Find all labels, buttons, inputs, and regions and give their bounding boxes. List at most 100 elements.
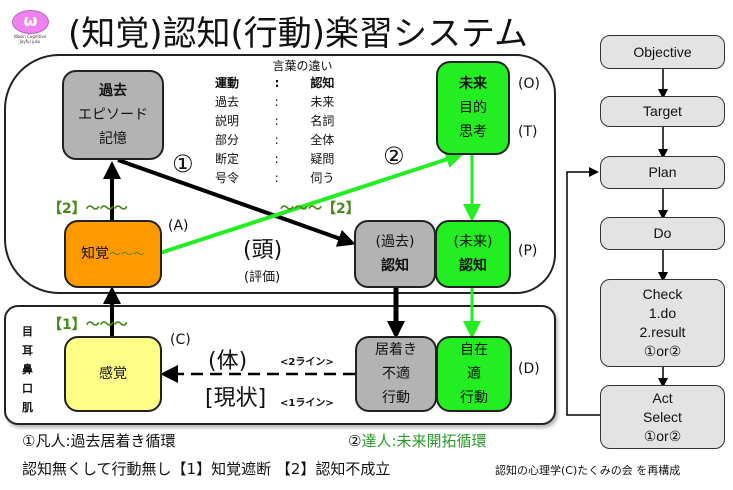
- pdca-label: ①or②: [643, 427, 682, 444]
- table-row: 号令: 伺う: [215, 169, 370, 188]
- table-row: 断定: 疑問: [215, 150, 370, 169]
- logo-caption: Wasin Cognitive Joyful juku: [6, 34, 54, 44]
- pdca-label: 2.result: [639, 324, 686, 340]
- adaptive-action-box: 自在 適 行動: [436, 336, 512, 412]
- box-label: 未来: [459, 76, 487, 92]
- marker-o: (O): [518, 76, 540, 92]
- cycle2-number-caption: ②: [348, 432, 362, 450]
- cycle1-caption: ①凡人:過去居着き循環: [22, 432, 176, 450]
- pdca-label: Target: [643, 103, 682, 119]
- pdca-label: Plan: [648, 164, 677, 180]
- marker-p: (P): [518, 243, 538, 259]
- pdca-label: Check: [642, 286, 683, 302]
- box-label: (未来): [453, 234, 493, 250]
- body-label: (体): [208, 349, 248, 374]
- box-label: 居着き: [375, 342, 417, 358]
- five-senses-list: 目 耳 鼻 口 肌: [22, 322, 36, 417]
- sense-mouth: 口: [22, 382, 33, 395]
- pdca-check-box: Check 1.do 2.result ①or②: [600, 279, 725, 367]
- logo-caption-line2: Joyful juku: [19, 39, 41, 44]
- table-cell: 未来: [310, 95, 335, 109]
- footer-note: 認知無くして行動無し【1】知覚遮断 【2】認知不成立: [22, 460, 391, 478]
- cycle1-number: ①: [172, 150, 194, 178]
- block2-annotation-right: 〜〜〜【2】: [280, 201, 360, 217]
- pdca-do-box: Do: [600, 217, 725, 250]
- past-cognition-box: (過去) 認知: [354, 220, 436, 288]
- table-cell: 号令: [215, 171, 240, 185]
- maladaptive-action-box: 居着き 不適 行動: [355, 336, 437, 412]
- table-cell: :: [274, 95, 279, 109]
- table-cell: :: [274, 133, 279, 147]
- box-label: 行動: [460, 390, 488, 406]
- sensation-box: 感覚: [64, 336, 162, 412]
- table-cell: :: [274, 171, 279, 185]
- pdca-label: Select: [643, 408, 682, 425]
- marker-a: (A): [168, 218, 189, 234]
- arrow-cycle1-memory-to-cognition: [117, 158, 356, 247]
- table-row: 運動: 認知: [215, 74, 370, 93]
- cycle2-number: ②: [383, 142, 405, 170]
- table-cell: 名詞: [310, 114, 335, 128]
- pdca-objective-box: Objective: [600, 35, 725, 69]
- evaluation-label: (評価): [244, 270, 281, 285]
- block2-annotation-left: 【2】〜〜〜: [48, 201, 128, 217]
- past-episode-memory-box: 過去 エピソード 記憶: [62, 70, 164, 160]
- box-label: 自在: [460, 342, 488, 358]
- sense-ear: 耳: [22, 344, 33, 357]
- future-goal-thinking-box: 未来 目的 思考: [436, 61, 510, 155]
- pdca-label: Do: [653, 225, 672, 241]
- arrow-cycle2-perception-to-goal: [159, 150, 464, 255]
- table-cell: 過去: [215, 95, 240, 109]
- box-label: 不適: [382, 366, 410, 382]
- credit-note: 認知の心理学(C)たくみの会 を再構成: [495, 464, 681, 477]
- box-label: 認知: [381, 258, 409, 274]
- cycle2-caption: ②達人:未来開拓循環: [348, 430, 487, 451]
- box-label: (過去): [375, 234, 415, 250]
- table-cell: 説明: [215, 114, 240, 128]
- box-label: 目的: [459, 100, 487, 116]
- table-cell: 運動: [215, 76, 240, 90]
- table-row: 部分: 全体: [215, 131, 370, 150]
- box-label: 認知: [459, 258, 487, 274]
- table-row: 過去: 未来: [215, 93, 370, 112]
- table-cell: 全体: [310, 133, 335, 147]
- table-row: 説明: 名詞: [215, 112, 370, 131]
- page-title: (知覚)認知(行動)楽習システム: [68, 14, 529, 54]
- word-difference-table: 言葉の違い 運動: 認知 過去: 未来 説明: 名詞 部分: 全体 断定: 疑問 号令: 伺…: [215, 57, 370, 188]
- table-cell: 疑問: [310, 152, 335, 166]
- pdca-label: ①or②: [643, 343, 682, 359]
- box-label: 適: [467, 366, 481, 382]
- box-label: 感覚: [99, 366, 127, 382]
- table-cell: :: [274, 114, 279, 128]
- squiggle-mark: 〜〜〜: [108, 247, 145, 261]
- table-cell: 断定: [215, 152, 240, 166]
- perception-label: 知覚: [80, 246, 109, 262]
- box-label: 記憶: [99, 131, 127, 147]
- logo: ω: [12, 10, 49, 34]
- perception-box: 知覚〜〜〜: [64, 220, 162, 288]
- line1-label: <1ライン>: [280, 398, 334, 409]
- table-cell: 部分: [215, 133, 240, 147]
- sense-skin: 肌: [22, 401, 33, 414]
- line2-label: <2ライン>: [280, 357, 334, 368]
- box-label: 知覚〜〜〜: [81, 242, 145, 266]
- table-title: 言葉の違い: [272, 59, 333, 73]
- sense-eye: 目: [22, 325, 33, 338]
- pdca-act-box: Act Select ①or②: [600, 385, 725, 449]
- table-cell: 伺う: [310, 171, 335, 185]
- pdca-target-box: Target: [600, 96, 725, 127]
- head-label: (頭): [243, 238, 283, 263]
- table-cell: :: [274, 152, 279, 166]
- sense-nose: 鼻: [22, 363, 33, 376]
- block1-annotation: 【1】〜〜〜: [48, 317, 128, 333]
- table-cell: 認知: [310, 76, 335, 90]
- pdca-label: Act: [652, 389, 673, 406]
- marker-c: (C): [170, 332, 191, 348]
- pdca-plan-box: Plan: [600, 156, 725, 189]
- pdca-feedback-arrow: [566, 167, 600, 416]
- logo-caption-line1: Wasin Cognitive: [13, 34, 47, 39]
- table-cell: :: [274, 76, 280, 90]
- pdca-label: 1.do: [648, 305, 677, 321]
- box-label: 行動: [382, 390, 410, 406]
